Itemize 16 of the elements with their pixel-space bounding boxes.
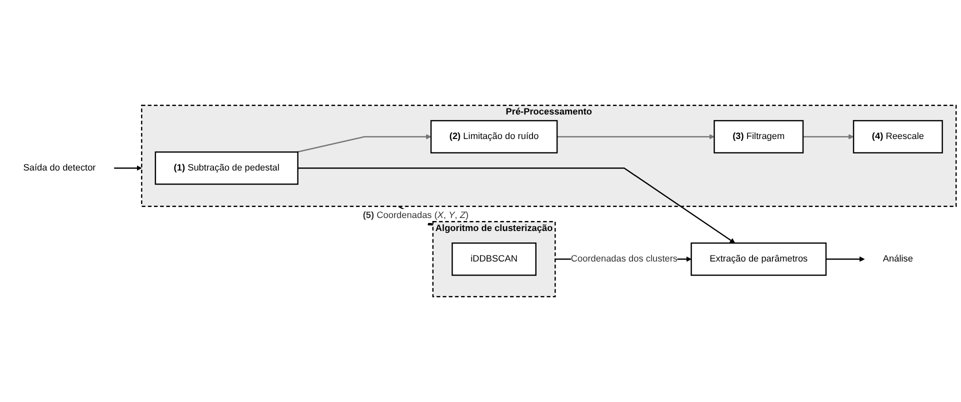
node-box: (1) Subtração de pedestal <box>154 151 298 185</box>
node-box: (3) Filtragem <box>714 120 804 154</box>
arrow <box>826 256 865 262</box>
node-box: Extração de parâmetros <box>690 242 827 276</box>
node-text: Análise <box>882 253 913 264</box>
arrow <box>114 165 142 171</box>
node-box: (4) Reescale <box>852 120 943 154</box>
node-box: (2) Limitação do ruído <box>430 120 558 154</box>
node-box: iDDBSCAN <box>452 242 536 276</box>
edge-label: Coordenadas dos clusters <box>570 253 678 264</box>
arrow <box>557 134 714 140</box>
node-text: Saída do detector <box>23 162 96 173</box>
arrow <box>803 134 854 140</box>
arrow <box>297 134 432 153</box>
edge-label: (5) Coordenadas (X, Y, Z) <box>362 210 469 221</box>
arrow <box>298 167 736 244</box>
